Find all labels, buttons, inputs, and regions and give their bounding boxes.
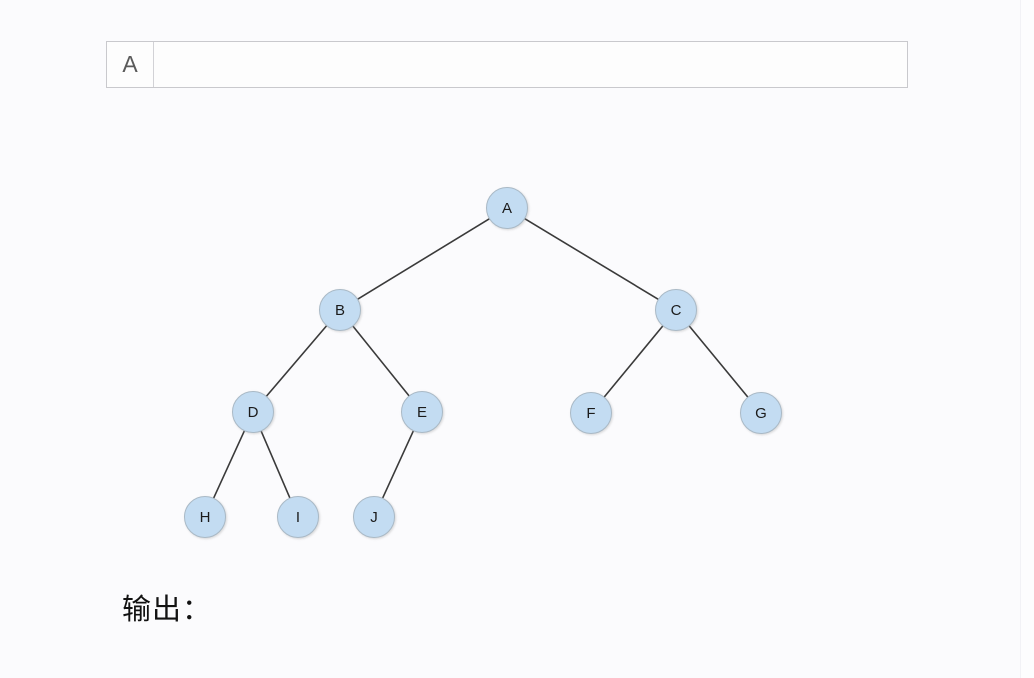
- tree-node-label: E: [416, 403, 427, 421]
- tree-node-i[interactable]: I: [277, 496, 319, 538]
- page-right-gutter: [1021, 0, 1034, 678]
- tree-node-label: H: [199, 508, 211, 526]
- tree-node-c[interactable]: C: [655, 289, 697, 331]
- tree-node-label: C: [670, 301, 682, 319]
- tree-node-label: G: [755, 404, 767, 422]
- tree-node-label: I: [295, 508, 301, 526]
- header-key-cell[interactable]: A: [107, 42, 154, 87]
- tree-node-d[interactable]: D: [232, 391, 274, 433]
- tree-node-label: J: [370, 508, 378, 526]
- tree-edge-a-c: [523, 217, 660, 301]
- tree-node-h[interactable]: H: [184, 496, 226, 538]
- tree-edge-d-h: [212, 429, 246, 500]
- tree-node-j[interactable]: J: [353, 496, 395, 538]
- tree-edge-e-j: [381, 429, 415, 500]
- tree-edge-b-d: [265, 324, 328, 398]
- tree-node-e[interactable]: E: [401, 391, 443, 433]
- tree-node-label: B: [334, 301, 345, 319]
- tree-node-f[interactable]: F: [570, 392, 612, 434]
- tree-edge-c-f: [603, 324, 664, 399]
- tree-edge-c-g: [688, 324, 749, 399]
- tree-node-b[interactable]: B: [319, 289, 361, 331]
- tree-node-a[interactable]: A: [486, 187, 528, 229]
- tree-node-label: A: [501, 199, 512, 217]
- tree-node-label: F: [586, 404, 596, 422]
- tree-edge-a-b: [356, 217, 491, 301]
- canvas-right-edge: [1020, 0, 1021, 678]
- output-label: 输出：: [122, 592, 213, 626]
- tree-node-label: D: [247, 403, 259, 421]
- tree-edge-d-i: [260, 430, 291, 499]
- tree-edge-b-e: [351, 325, 411, 397]
- header-value-input[interactable]: [154, 42, 907, 87]
- header-input-bar[interactable]: A: [106, 41, 908, 88]
- tree-node-g[interactable]: G: [740, 392, 782, 434]
